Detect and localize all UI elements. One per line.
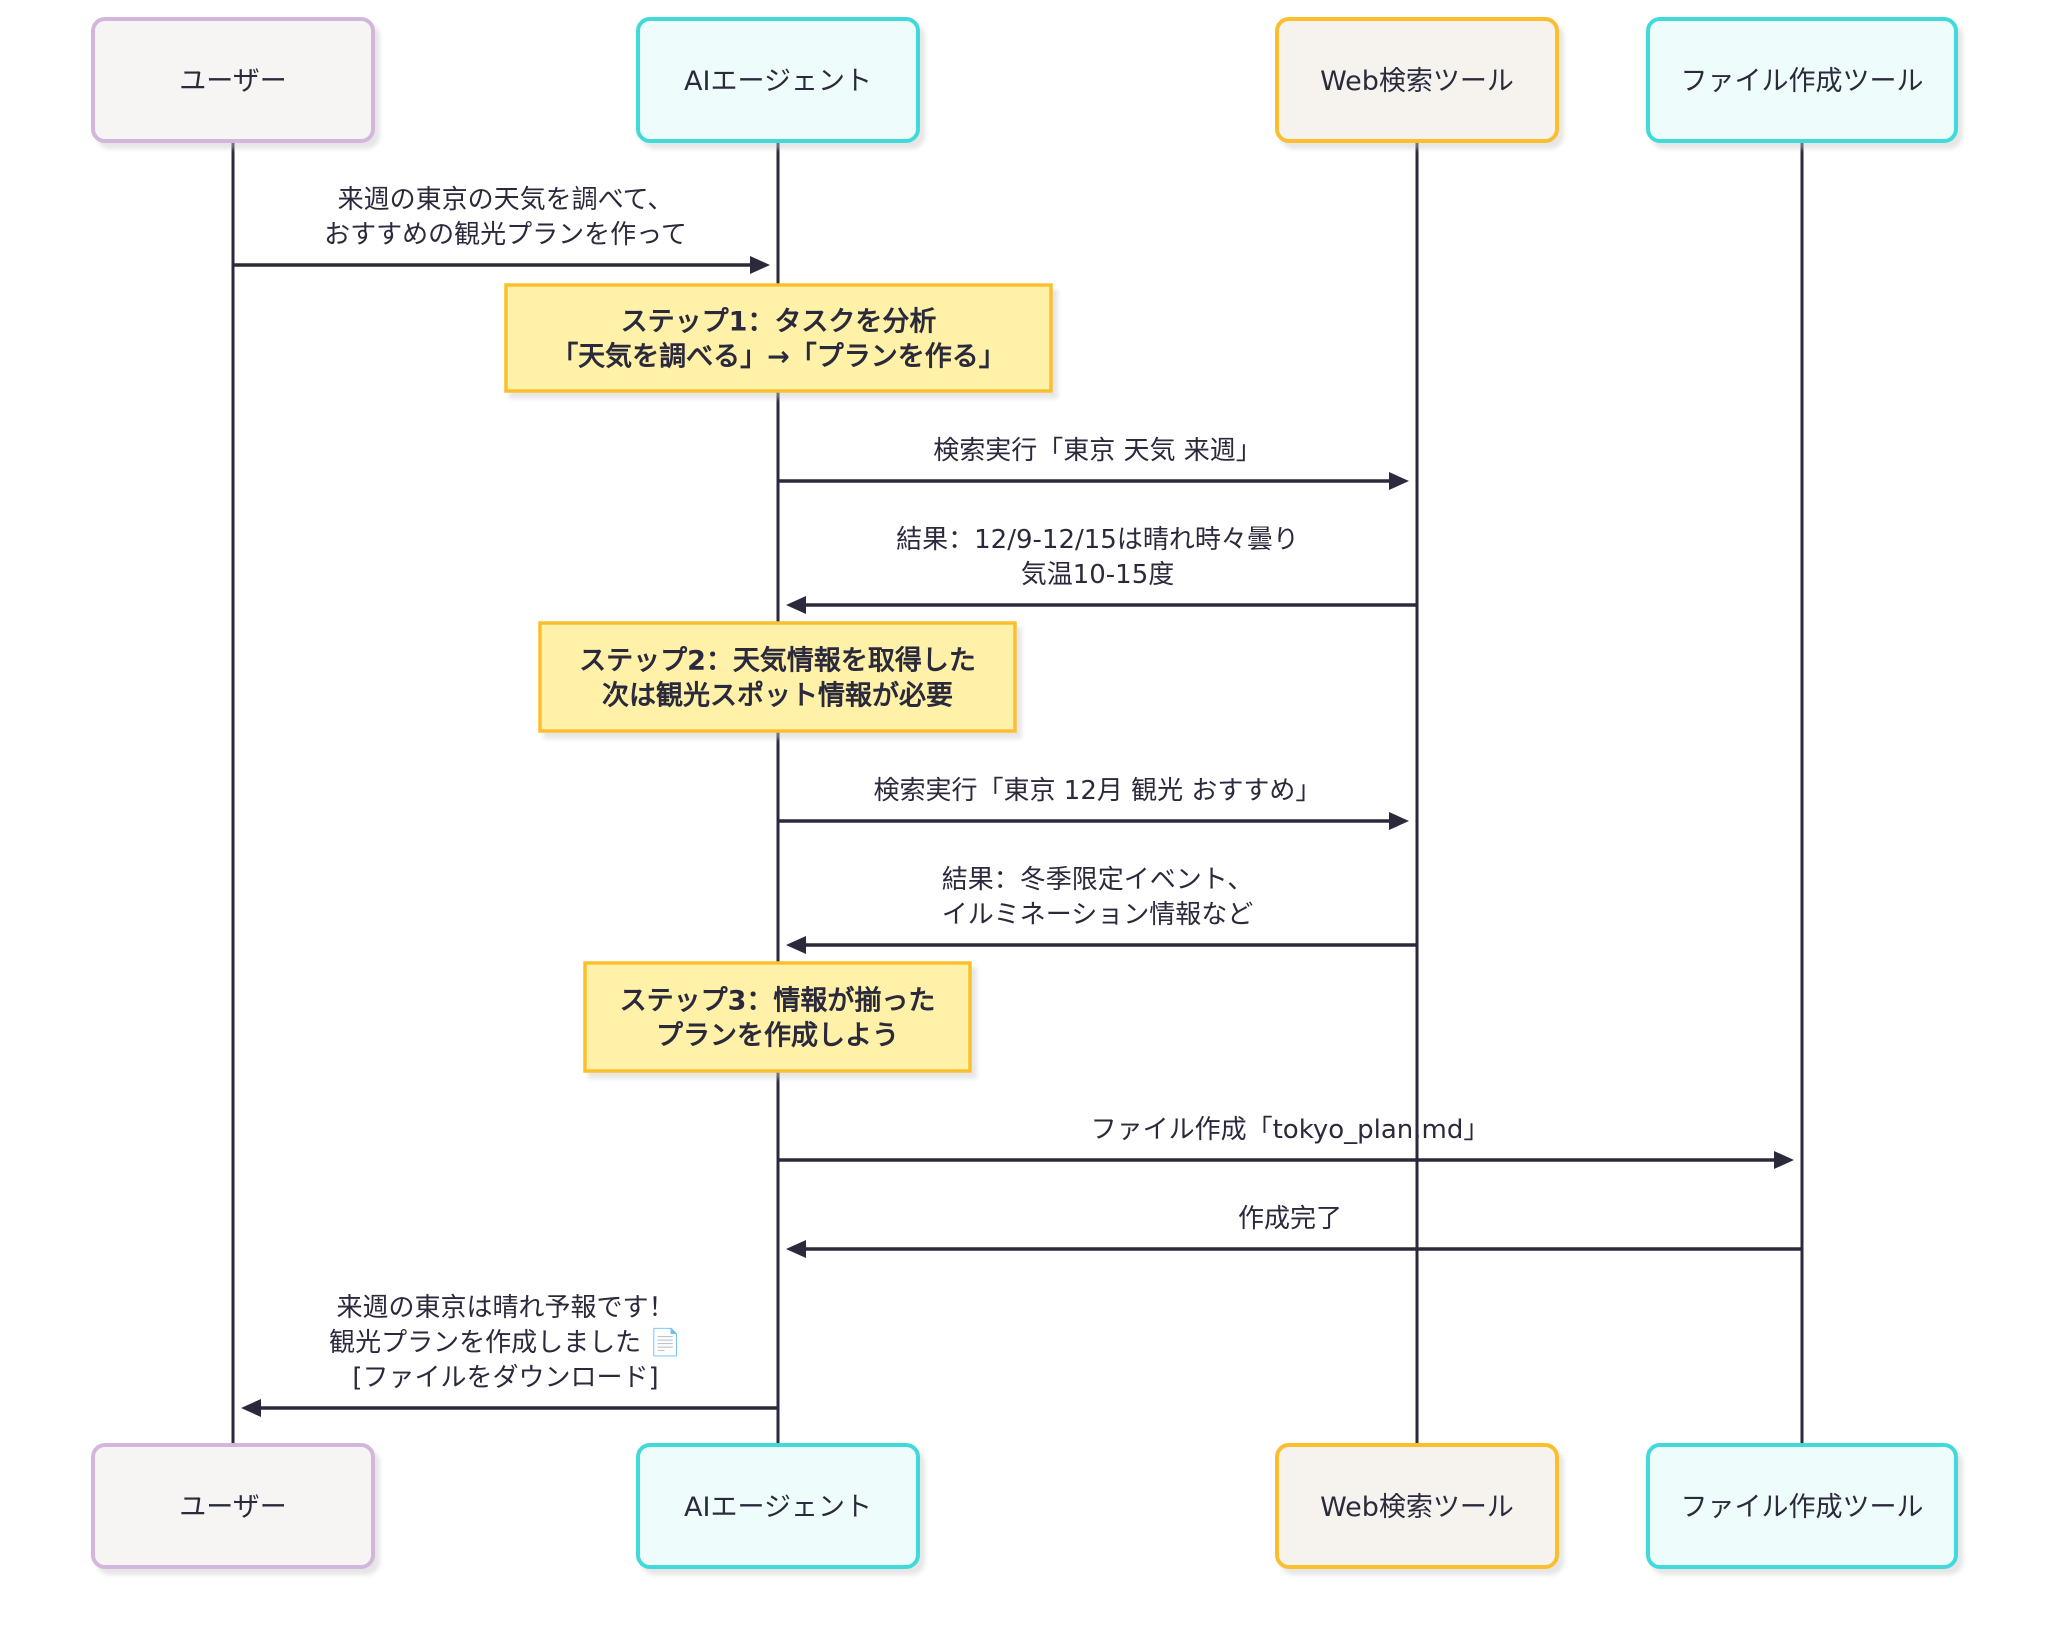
arrowhead-icon — [1389, 472, 1409, 490]
participant-file-top[interactable]: ファイル作成ツール — [1646, 17, 1958, 143]
message-user-to-agent: 来週の東京の天気を調べて、おすすめの観光プランを作って — [233, 185, 770, 274]
message-agent-to-user: 来週の東京は晴れ予報です！ 観光プランを作成しました 📄 [ファイルをダウンロード] — [241, 1293, 778, 1417]
arrowhead-icon — [786, 1240, 806, 1258]
note-text: ステップ3：情報が揃った — [620, 985, 936, 1017]
participant-user-bottom[interactable]: ユーザー — [91, 1443, 375, 1569]
participant-box — [1275, 17, 1559, 143]
participant-box — [1646, 17, 1958, 143]
note-text: ステップ2：天気情報を取得した — [579, 645, 976, 677]
participant-box — [636, 1443, 920, 1569]
participant-web-top[interactable]: Web検索ツール — [1275, 17, 1559, 143]
interaction-steps: 来週の東京の天気を調べて、おすすめの観光プランを作ってステップ1：タスクを分析「… — [233, 185, 1802, 1417]
participant-label: AIエージェント — [684, 1492, 872, 1523]
message-web-to-agent: 結果：冬季限定イベント、イルミネーション情報など — [786, 865, 1417, 954]
message-file-to-agent: 作成完了 — [786, 1204, 1802, 1258]
note-text: プランを作成しよう — [656, 1021, 899, 1052]
note-text: ステップ1：タスクを分析 — [621, 307, 937, 338]
participant-agent-top[interactable]: AIエージェント — [636, 17, 920, 143]
message-label: おすすめの観光プランを作って — [324, 220, 687, 250]
participant-label: ファイル作成ツール — [1681, 1492, 1924, 1523]
participant-label: ユーザー — [179, 66, 286, 97]
arrowhead-icon — [786, 596, 806, 614]
message-label: ファイル作成「tokyo_plan.md」 — [1091, 1115, 1490, 1145]
participant-box — [1646, 1443, 1958, 1569]
participant-label: ファイル作成ツール — [1681, 66, 1924, 97]
message-label: 結果：12/9-12/15は晴れ時々曇り — [896, 525, 1299, 555]
message-agent-to-web: 検索実行「東京 12月 観光 おすすめ」 — [778, 776, 1409, 830]
message-label: 検索実行「東京 天気 来週」 — [933, 436, 1262, 466]
participant-box — [91, 17, 375, 143]
message-label: 来週の東京は晴れ予報です！ — [336, 1293, 674, 1323]
message-agent-to-web: 検索実行「東京 天気 来週」 — [778, 436, 1409, 490]
participants-top: ユーザー AIエージェント Web検索ツール ファイル作成ツール — [91, 17, 1958, 143]
participant-box — [1275, 1443, 1559, 1569]
arrowhead-icon — [1774, 1151, 1794, 1169]
participant-user-top[interactable]: ユーザー — [91, 17, 375, 143]
message-label: [ファイルをダウンロード] — [352, 1363, 658, 1393]
participants-bottom: ユーザー AIエージェント Web検索ツール ファイル作成ツール — [91, 1443, 1958, 1569]
participant-label: Web検索ツール — [1320, 1492, 1514, 1523]
note-text: 次は観光スポット情報が必要 — [602, 680, 953, 712]
message-agent-to-file: ファイル作成「tokyo_plan.md」 — [778, 1115, 1794, 1169]
participant-web-bottom[interactable]: Web検索ツール — [1275, 1443, 1559, 1569]
note-text: 「天気を調べる」→「プランを作る」 — [551, 341, 1006, 373]
arrowhead-icon — [1389, 812, 1409, 830]
arrowhead-icon — [750, 256, 770, 274]
participant-box — [636, 17, 920, 143]
participant-label: AIエージェント — [684, 66, 872, 97]
note-box — [504, 283, 1053, 393]
participant-file-bottom[interactable]: ファイル作成ツール — [1646, 1443, 1958, 1569]
arrowhead-icon — [241, 1399, 261, 1417]
participant-agent-bottom[interactable]: AIエージェント — [636, 1443, 920, 1569]
participant-label: ユーザー — [179, 1492, 286, 1523]
participant-box — [91, 1443, 375, 1569]
message-label: 作成完了 — [1238, 1204, 1342, 1234]
message-label: 気温10-15度 — [1021, 560, 1175, 590]
note-box — [538, 621, 1017, 733]
message-label: 結果：冬季限定イベント、 — [942, 865, 1253, 895]
note-box — [583, 961, 972, 1073]
note-over-agent: ステップ1：タスクを分析「天気を調べる」→「プランを作る」 — [504, 283, 1053, 393]
message-label: 来週の東京の天気を調べて、 — [338, 185, 674, 215]
message-label: 検索実行「東京 12月 観光 おすすめ」 — [874, 776, 1322, 806]
arrowhead-icon — [786, 936, 806, 954]
message-label: イルミネーション情報など — [942, 900, 1253, 930]
participant-label: Web検索ツール — [1320, 66, 1514, 97]
message-label: 観光プランを作成しました 📄 — [329, 1327, 682, 1358]
